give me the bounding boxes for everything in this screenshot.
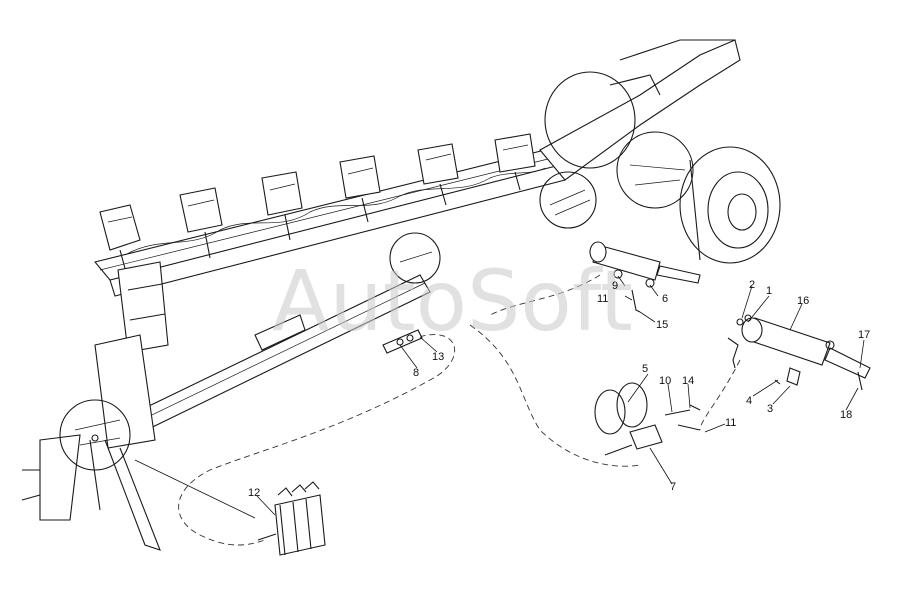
callout-16: 16	[797, 295, 809, 307]
callout-11a: 11	[597, 293, 608, 305]
upper-cylinder	[589, 241, 701, 313]
callout-3: 3	[767, 403, 773, 415]
callout-17: 17	[858, 329, 870, 341]
detail-circles	[59, 131, 694, 471]
body-brackets	[99, 133, 536, 273]
callout-18: 18	[840, 409, 852, 421]
wheel	[679, 146, 781, 264]
callout-5: 5	[642, 363, 648, 375]
callout-9: 9	[612, 280, 618, 292]
callout-8: 8	[413, 367, 419, 379]
callout-2: 2	[749, 279, 755, 291]
plough-frame	[21, 39, 781, 551]
callout-7: 7	[670, 481, 676, 493]
valve-block-12	[91, 434, 326, 556]
callout-12: 12	[248, 487, 260, 499]
leader-lines	[256, 275, 865, 516]
clamps-and-valve	[594, 382, 701, 456]
callout-labels: 1 2 3 4 5 6 7 8 9 10 11 11 12 13 14 15 1…	[248, 279, 870, 499]
callout-1: 1	[766, 285, 772, 297]
cylinder-16	[727, 314, 871, 391]
callout-6: 6	[662, 293, 668, 305]
watermark: AutoSoft	[272, 252, 633, 350]
callout-10: 10	[659, 375, 671, 387]
fittings-8-13	[382, 329, 423, 354]
callout-4: 4	[746, 395, 752, 407]
callout-14: 14	[682, 375, 694, 387]
callout-11b: 11	[725, 417, 736, 429]
callout-13: 13	[432, 351, 444, 363]
callout-15: 15	[656, 319, 668, 331]
hydraulic-hose	[178, 334, 456, 546]
